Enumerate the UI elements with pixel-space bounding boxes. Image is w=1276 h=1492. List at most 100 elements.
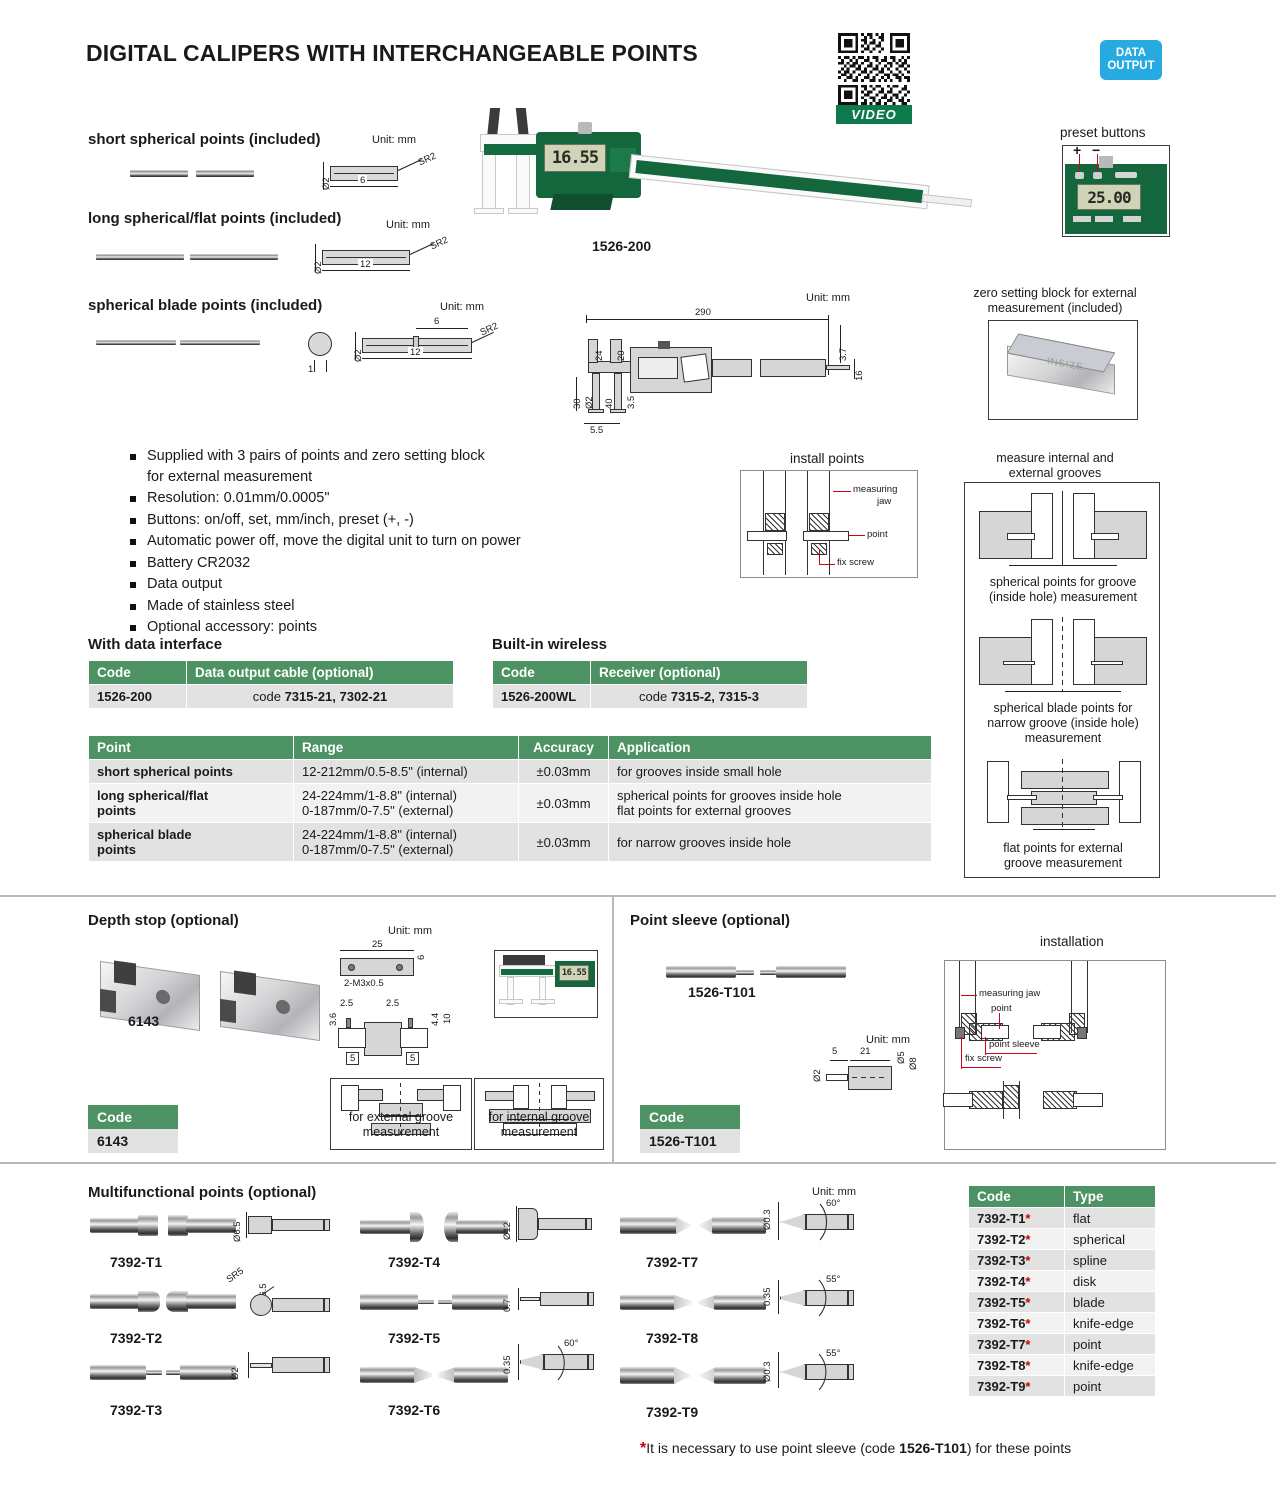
point-sleeve-dim-bore: Ø2 (812, 1069, 823, 1082)
point-t7-label: 7392-T7 (646, 1254, 699, 1270)
point-t6-drawing: 0.35 60° (498, 1338, 628, 1386)
cell-application: spherical points for grooves inside hole… (608, 783, 932, 823)
unit-label-blade: Unit: mm (440, 301, 484, 313)
usage-caption-text: for external groove measurement (348, 1110, 454, 1139)
cell-code-text: 7392-T2 (977, 1231, 1026, 1247)
point-sleeve-photo-right (776, 966, 846, 978)
table-row: 7392-T5*blade (968, 1291, 1156, 1313)
preset-lcd-display: 25.00 (1077, 184, 1141, 210)
depth-stop-code-value: 6143 (88, 1129, 178, 1153)
cell-point: long spherical/flat points (88, 783, 294, 823)
point-sleeve-dim-dia-large: Ø8 (908, 1057, 919, 1070)
specification-table: Point Range Accuracy Application short s… (88, 735, 932, 862)
point-sleeve-photo-mid-left (736, 970, 754, 975)
section-divider-2 (0, 1162, 1276, 1164)
feature-text: Buttons: on/off, set, mm/inch, preset (+… (147, 511, 414, 528)
installation-label-fix-screw: fix screw (965, 1053, 1002, 1064)
cell-type: disk (1064, 1270, 1156, 1292)
point-sleeve-code-header: Code (640, 1105, 740, 1129)
cell-type: knife-edge (1064, 1312, 1156, 1334)
groove-diagram-flat (973, 759, 1153, 837)
table-row: long spherical/flat points 24-224mm/1-8.… (88, 783, 932, 823)
unit-label-long: Unit: mm (386, 219, 430, 231)
grooves-figure-panel: spherical points for groove (inside hole… (964, 482, 1160, 878)
depth-stop-usage-external-figure (330, 1078, 472, 1150)
point-t5-label: 7392-T5 (388, 1330, 441, 1346)
table-row: 7392-T9*point (968, 1375, 1156, 1397)
cell-point: spherical blade points (88, 822, 294, 862)
depth-stop-usage-internal-figure (474, 1078, 604, 1150)
depth-stop-dim-foot-r: 5 (406, 1052, 420, 1065)
zero-block-caption-1: zero setting block for external (973, 286, 1137, 300)
point-t9-photo (620, 1364, 766, 1388)
col-point: Point (88, 735, 294, 760)
outline-unit-label: Unit: mm (806, 292, 850, 304)
col-range: Range (293, 735, 519, 760)
depth-stop-dim-total-h: 10 (442, 1013, 453, 1024)
groove-caption-3: flat points for external groove measurem… (969, 841, 1157, 871)
cell-code: 7392-T8* (968, 1354, 1065, 1376)
col-code: Code (88, 660, 187, 685)
wireless-table: Code Receiver (optional) 1526-200WL code… (492, 660, 808, 709)
long-dim-radius: SR2 (428, 234, 450, 253)
depth-stop-unit-label: Unit: mm (388, 925, 432, 937)
cell-point: short spherical points (88, 759, 294, 784)
point-t3-drawing: Ø2 (228, 1348, 348, 1382)
multifunctional-heading: Multifunctional points (optional) (88, 1184, 317, 1201)
asterisk-marker: * (1025, 1294, 1031, 1310)
point-t8-angle-arc (818, 1279, 827, 1317)
cell-type: spherical (1064, 1228, 1156, 1250)
feature-text: Data output (147, 576, 222, 592)
cell-code: 7392-T7* (968, 1333, 1065, 1355)
video-qr-badge[interactable]: VIDEO (836, 33, 912, 124)
point-t3-dim: Ø2 (230, 1367, 241, 1380)
vertical-divider (612, 896, 614, 1162)
cell-code: 7392-T9* (968, 1375, 1065, 1397)
groove-diagram-spherical (973, 491, 1153, 571)
point-t7-dim-angle: 60° (826, 1198, 841, 1209)
groove-diagram-blade (973, 617, 1153, 697)
blade-dim-pos: 6 (434, 316, 440, 327)
asterisk-marker: * (1025, 1210, 1031, 1226)
preset-buttons-caption: preset buttons (1060, 125, 1146, 140)
point-t8-label: 7392-T8 (646, 1330, 699, 1346)
caliper-model-label: 1526-200 (592, 238, 652, 254)
multifunctional-footnote: *It is necessary to use point sleeve (co… (640, 1440, 1071, 1458)
point-t5-dim: 0.7 (502, 1298, 513, 1312)
cell-type: flat (1064, 1207, 1156, 1229)
asterisk-marker: * (1025, 1357, 1031, 1373)
installation-label-sleeve: point sleeve (989, 1039, 1040, 1050)
caliper-outline-drawing: 290 3.7 16 24 20 30 Ø2 40 3.5 5.5 (570, 305, 870, 445)
depth-stop-code-box: Code 6143 (88, 1105, 178, 1153)
point-t7-angle-arc (819, 1203, 828, 1241)
cell-type: point (1064, 1333, 1156, 1355)
col-accuracy: Accuracy (518, 735, 609, 760)
depth-stop-code-header: Code (88, 1105, 178, 1129)
point-t8-dim-angle: 55° (826, 1274, 841, 1285)
depth-stop-inset-lcd: 16.55 (559, 965, 589, 981)
footnote-pre: It is necessary to use point sleeve (cod… (646, 1440, 900, 1456)
table-row: 7392-T8*knife-edge (968, 1354, 1156, 1376)
cell-receiver-prefix: code (639, 689, 671, 704)
section-divider-1 (0, 895, 1276, 897)
cell-receiver: code 7315-2, 7315-3 (590, 684, 808, 709)
asterisk-marker: * (1025, 1273, 1031, 1289)
installation-figure: measuring jaw point point sleeve fix scr… (943, 960, 1166, 1150)
point-t4-photo (360, 1212, 508, 1242)
feature-item: Optional accessory: points (128, 617, 558, 638)
outline-dim-jaw-depth: 30 (572, 398, 583, 409)
cell-code-text: 7392-T9 (977, 1378, 1026, 1394)
installation-label-point: point (991, 1003, 1012, 1014)
point-t9-dim-dia: Ø0.3 (762, 1361, 773, 1382)
cell-code: 1526-200 (88, 684, 187, 709)
blade-points-title: spherical blade points (included) (88, 297, 323, 314)
data-interface-heading: With data interface (88, 636, 223, 653)
groove-caption-2: spherical blade points for narrow groove… (969, 701, 1157, 746)
depth-stop-usage-external-caption: for external groove measurement (330, 1110, 472, 1140)
feature-text: Resolution: 0.01mm/0.0005" (147, 490, 330, 506)
point-sleeve-code-box: Code 1526-T101 (640, 1105, 740, 1153)
table-row: 7392-T3*spline (968, 1249, 1156, 1271)
caliper-lcd-display: 16.55 (544, 144, 606, 172)
feature-text: Automatic power off, move the digital un… (147, 533, 521, 549)
depth-stop-heading: Depth stop (optional) (88, 912, 239, 929)
